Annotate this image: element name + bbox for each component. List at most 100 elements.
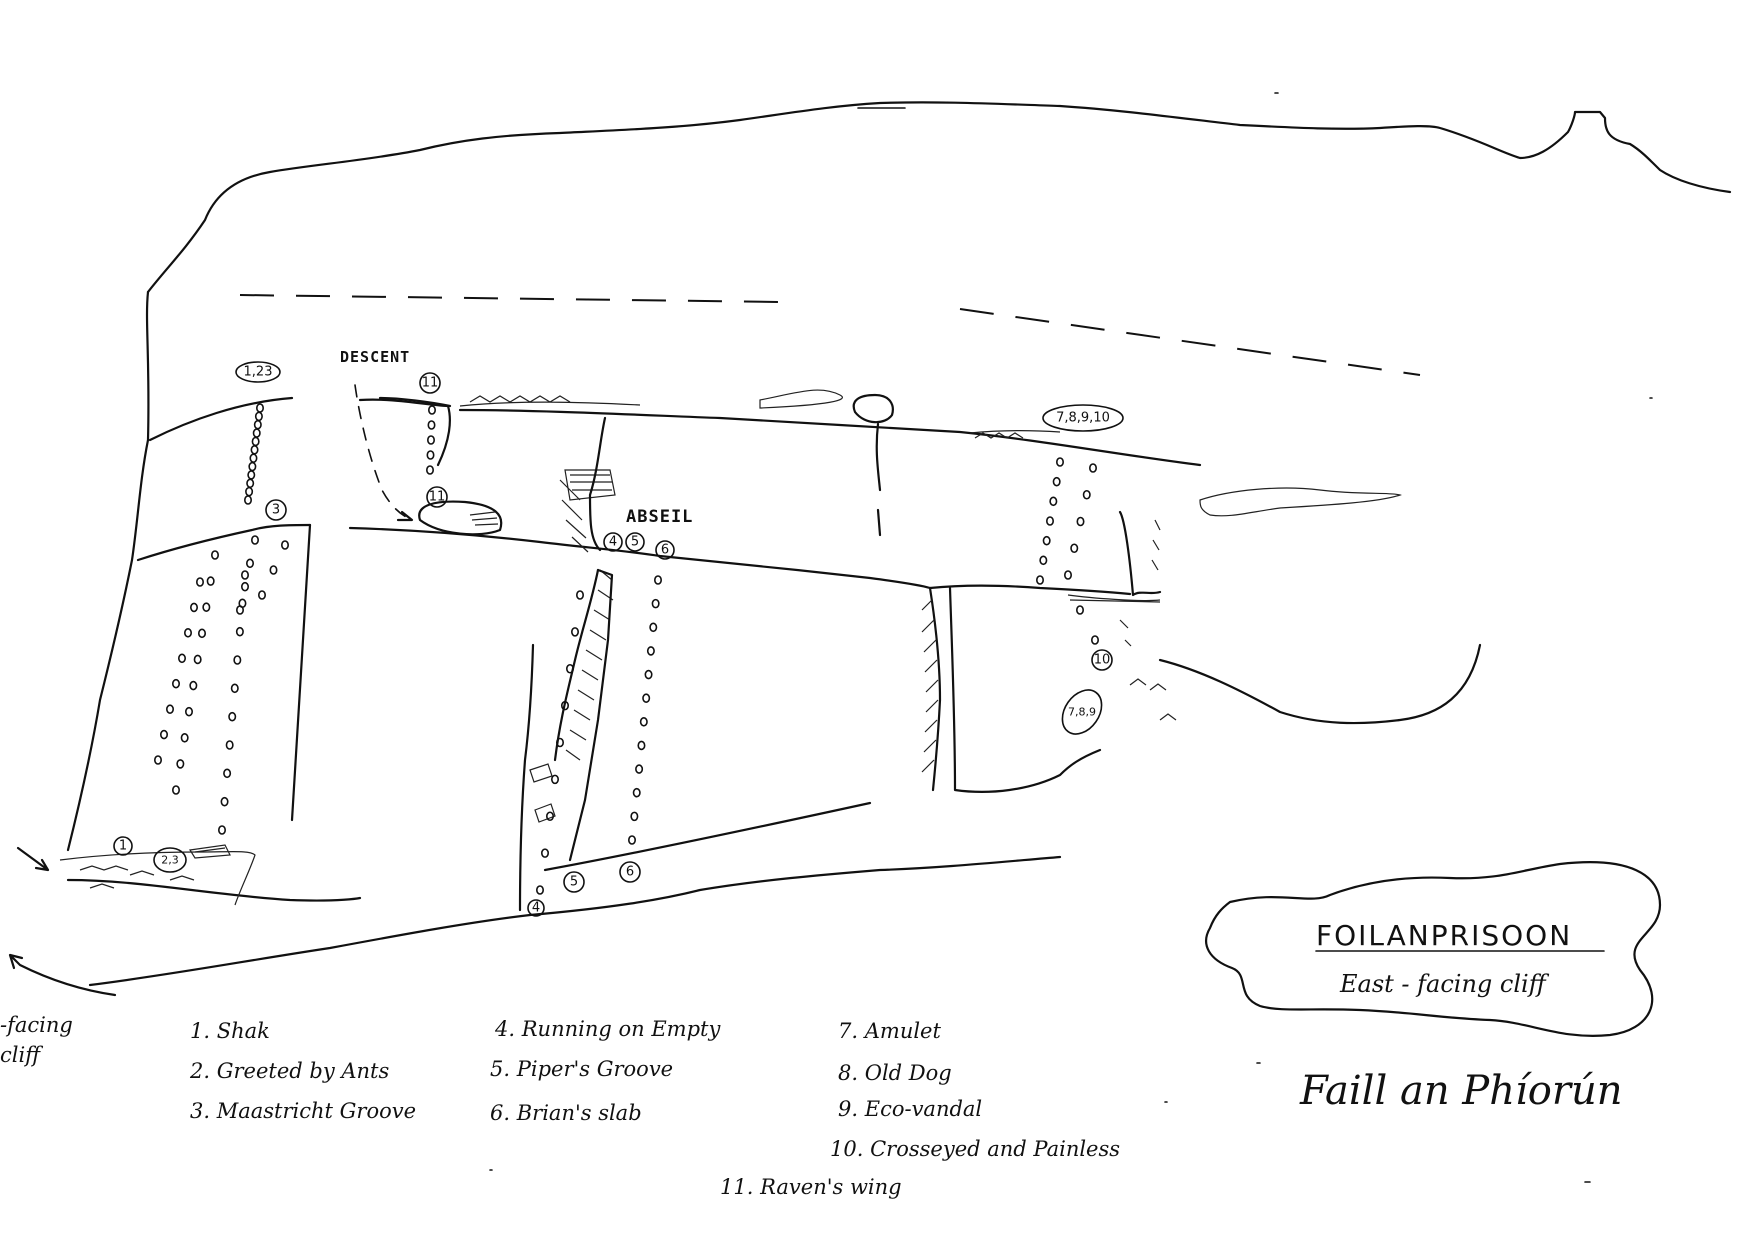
right-lower-ledge <box>1158 643 1482 725</box>
route-dot <box>555 737 564 748</box>
route-dot <box>166 704 175 714</box>
marker-6-bottom: 6 <box>619 861 641 883</box>
route-dot <box>1039 555 1048 566</box>
route-dot <box>193 654 202 665</box>
middle-ledge-3 <box>928 584 1132 596</box>
route-dot <box>220 796 229 807</box>
route-dot <box>248 461 257 472</box>
route-dot <box>1076 516 1085 527</box>
groove-block <box>529 763 556 823</box>
descent-label: DESCENT <box>340 348 410 366</box>
route-dot <box>630 811 639 822</box>
route-dot <box>190 602 199 613</box>
route-dot <box>540 848 549 858</box>
svg-text:4: 4 <box>532 901 540 916</box>
side-cliff-label-1: -facing <box>0 1013 73 1037</box>
route-dot <box>218 825 227 835</box>
route-dot <box>1070 543 1079 554</box>
route-dot <box>1091 635 1100 645</box>
route-3: 3. Maastricht Groove <box>190 1099 416 1123</box>
upper-ledge <box>148 396 294 442</box>
route-dot <box>1049 496 1058 507</box>
route-dot <box>635 764 644 774</box>
route-5: 5. Piper's Groove <box>490 1057 673 1081</box>
svg-text:6: 6 <box>626 865 634 880</box>
middle-ledge-2 <box>348 526 932 590</box>
route-dot <box>246 478 255 489</box>
route-dot <box>198 628 207 639</box>
boulder-top <box>852 393 894 424</box>
right-upper-block-hatch <box>1067 519 1161 603</box>
route-dot <box>642 693 651 703</box>
route-dot <box>1082 489 1091 500</box>
route-dot <box>223 768 232 779</box>
route-dot <box>1089 463 1098 473</box>
skyline-outline <box>146 101 1732 294</box>
stray-marks <box>489 92 1653 1183</box>
right-block-outline <box>948 586 1102 793</box>
upper-ledge-2 <box>358 398 451 467</box>
right-pillar <box>928 586 942 792</box>
svg-text:11: 11 <box>429 490 446 505</box>
route-dot <box>236 605 245 615</box>
route-dot <box>637 740 646 751</box>
svg-text:5: 5 <box>570 875 578 890</box>
route-11: 11. Raven's wing <box>720 1175 902 1199</box>
route-dot <box>565 663 574 674</box>
marker-1: 1 <box>113 836 133 856</box>
route-dot <box>570 627 579 637</box>
route-dot <box>172 785 181 795</box>
block-bottom-left <box>189 844 231 859</box>
boulder-descent-hatch <box>469 511 499 526</box>
left-buttress <box>66 290 150 852</box>
upper-right-ledge <box>458 408 1202 467</box>
route-dot <box>1052 476 1061 487</box>
route-8: 8. Old Dog <box>838 1061 952 1085</box>
route-9: 9. Eco-vandal <box>838 1097 982 1121</box>
route-dot <box>1056 457 1065 467</box>
route-dot <box>1046 516 1055 526</box>
route-dot <box>154 755 163 765</box>
route-dot <box>185 706 194 717</box>
right-pillar-hatch <box>921 599 939 773</box>
route-dot <box>545 811 554 822</box>
crag-title: FOILANPRISOON <box>1316 919 1572 952</box>
marker-11-top: 11 <box>419 372 441 394</box>
route-dot <box>560 700 569 711</box>
route-dot <box>202 602 211 613</box>
route-dot <box>211 550 220 560</box>
route-dot <box>269 565 278 575</box>
route-dot <box>252 428 261 438</box>
route-dot <box>253 419 262 430</box>
route-dot <box>280 540 289 550</box>
route-dot <box>1042 535 1051 546</box>
route-dot <box>225 740 234 750</box>
route-dot <box>244 495 253 505</box>
route-dot <box>426 450 435 460</box>
svg-text:4: 4 <box>609 535 617 550</box>
crack-central <box>875 422 882 537</box>
upper-groove-edge <box>588 416 607 552</box>
lower-right-floor <box>543 801 872 872</box>
scree-top-left <box>459 395 641 407</box>
route-dot <box>189 680 198 691</box>
route-dot <box>251 535 260 545</box>
svg-text:1,23: 1,23 <box>244 365 273 380</box>
scree-bottom-left <box>59 851 256 906</box>
right-upper-block <box>1118 510 1162 597</box>
route-dot <box>184 628 193 638</box>
route-legend: 1. Shak 2. Greeted by Ants 3. Maastricht… <box>189 1017 1120 1199</box>
descent-path <box>354 384 413 521</box>
marker-6-mid: 6 <box>655 540 675 560</box>
marker-11-mid: 11 <box>426 486 448 508</box>
route-7: 7. Amulet <box>838 1019 941 1043</box>
route-dot <box>535 885 544 895</box>
route-dot <box>653 575 662 585</box>
route-dot <box>228 711 237 722</box>
crag-subtitle: East - facing cliff <box>1339 970 1550 998</box>
svg-text:11: 11 <box>422 376 439 391</box>
route-dot <box>1064 570 1073 580</box>
route-dot <box>249 453 258 463</box>
marker-7-8-9-10: 7,8,9,10 <box>1042 404 1124 432</box>
